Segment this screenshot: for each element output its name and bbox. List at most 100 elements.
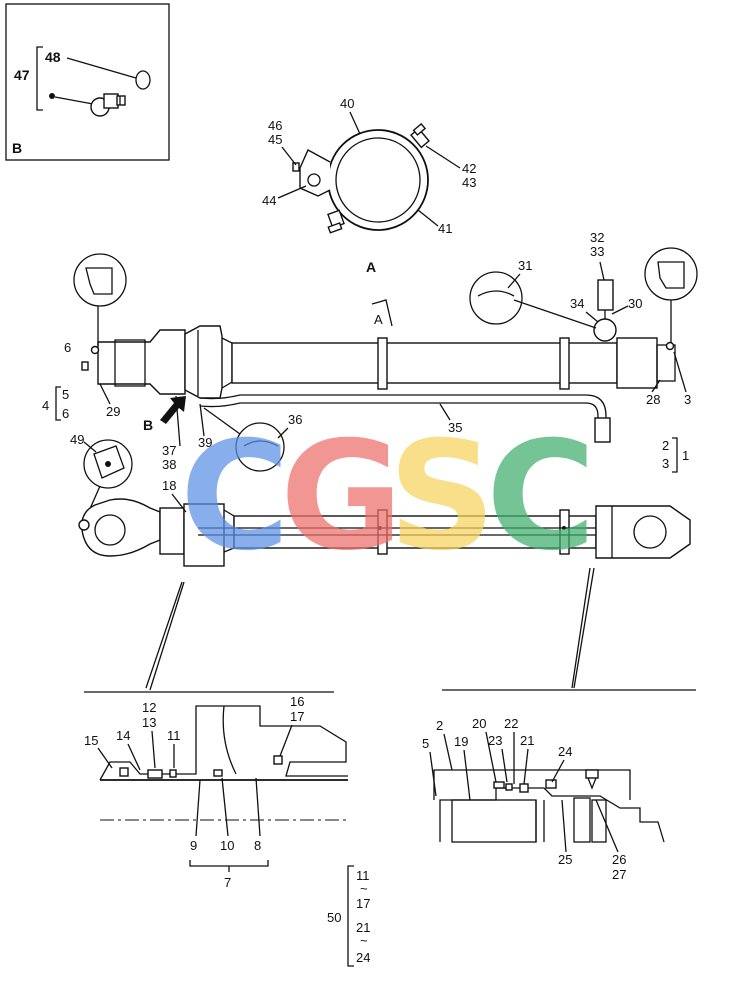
label-45: 45 (268, 132, 282, 147)
label-33: 33 (590, 244, 604, 259)
inset-frame (5, 3, 170, 161)
label-19: 19 (454, 734, 468, 749)
label-12: 12 (142, 700, 156, 715)
label-31: 31 (518, 258, 532, 273)
detail-circle-31 (469, 271, 523, 325)
cylinder-top-view: B A (73, 247, 698, 472)
label-40: 40 (340, 96, 354, 111)
section-letter: A (366, 259, 376, 275)
label-21: 21 (520, 733, 534, 748)
watermark: C G S C (180, 410, 596, 584)
range-17: 17 (356, 896, 370, 911)
label-24: 24 (558, 744, 572, 759)
detail-circle-right (644, 247, 698, 301)
label-1: 1 (682, 448, 689, 463)
label-47: 47 (14, 67, 30, 83)
label-9: 9 (190, 838, 197, 853)
bracket-4 (55, 386, 61, 421)
label-18: 18 (162, 478, 176, 493)
bracket-47 (36, 46, 43, 111)
label-3: 3 (684, 392, 691, 407)
tube-end-fitting (594, 417, 611, 443)
label-28: 28 (646, 392, 660, 407)
bullet-dot (49, 93, 55, 99)
label-5: 5 (62, 387, 69, 402)
label-35: 35 (448, 420, 462, 435)
label-41: 41 (438, 221, 452, 236)
label-4: 4 (42, 398, 49, 413)
range-tilde-2: ~ (360, 933, 368, 948)
label-8: 8 (254, 838, 261, 853)
range-21: 21 (356, 920, 370, 935)
clamp-band (377, 337, 388, 390)
clamp-outer (327, 129, 429, 231)
label-25: 25 (558, 852, 572, 867)
label-36: 36 (288, 412, 302, 427)
arrow-b-label: B (143, 417, 153, 433)
label-29: 29 (106, 404, 120, 419)
watermark-letter-c2: C (486, 410, 596, 584)
range-11: 11 (356, 868, 370, 883)
label-48: 48 (45, 49, 61, 65)
label-27: 27 (612, 867, 626, 882)
label-6b: 6 (62, 406, 69, 421)
kit-50: 50 11 ~ 17 21 ~ 24 (327, 865, 370, 967)
section-a-clamp: 40 46 45 44 42 43 41 A (262, 96, 476, 275)
head-clevis (595, 505, 691, 559)
watermark-letter-c1: C (180, 410, 290, 584)
label-14: 14 (116, 728, 130, 743)
label-20: 20 (472, 716, 486, 731)
label-11: 11 (167, 728, 181, 743)
label-44: 44 (262, 193, 276, 208)
label-17: 17 (290, 709, 304, 724)
range-tilde-1: ~ (360, 881, 368, 896)
inset-letter: B (12, 140, 22, 156)
inset-b: 47 48 B (5, 3, 170, 161)
label-6: 6 (64, 340, 71, 355)
label-2: 2 (436, 718, 443, 733)
label-23: 23 (488, 733, 502, 748)
cylinder-side-view (78, 439, 691, 567)
arrow-b-icon (160, 396, 186, 424)
label-37: 37 (162, 443, 176, 458)
label-26: 26 (612, 852, 626, 867)
label-39: 39 (198, 435, 212, 450)
rod-eye (81, 498, 161, 557)
tube-35 (199, 394, 607, 425)
detail-circle-49 (83, 439, 133, 489)
label-38: 38 (162, 457, 176, 472)
label-46: 46 (268, 118, 282, 133)
watermark-letter-s: S (388, 410, 496, 584)
label-22: 22 (504, 716, 518, 731)
label-13: 13 (142, 715, 156, 730)
label-3b: 3 (662, 456, 669, 471)
label-15: 15 (84, 733, 98, 748)
label-42: 42 (462, 161, 476, 176)
watermark-letter-g: G (280, 410, 403, 584)
bolt-icon (90, 93, 126, 117)
label-50: 50 (327, 910, 341, 925)
clamp-inner (335, 137, 421, 223)
label-34: 34 (570, 296, 584, 311)
detail-right (433, 689, 696, 843)
bracket-7 (189, 860, 269, 867)
section-mark-label: A (374, 312, 383, 327)
bracket-50 (347, 865, 354, 967)
fitting-32 (597, 279, 614, 311)
label-16: 16 (290, 694, 304, 709)
section-mark (371, 299, 393, 327)
label-5b: 5 (422, 736, 429, 751)
detail-circle-left (73, 253, 127, 307)
clamp-band-2 (559, 337, 570, 390)
label-43: 43 (462, 175, 476, 190)
bracket-1 (672, 437, 678, 473)
range-24: 24 (356, 950, 370, 965)
label-32: 32 (590, 230, 604, 245)
label-7: 7 (224, 875, 231, 890)
label-30: 30 (628, 296, 642, 311)
detail-left (84, 691, 348, 872)
detail-circle-36 (235, 422, 285, 472)
label-49: 49 (70, 432, 84, 447)
label-2b: 2 (662, 438, 669, 453)
